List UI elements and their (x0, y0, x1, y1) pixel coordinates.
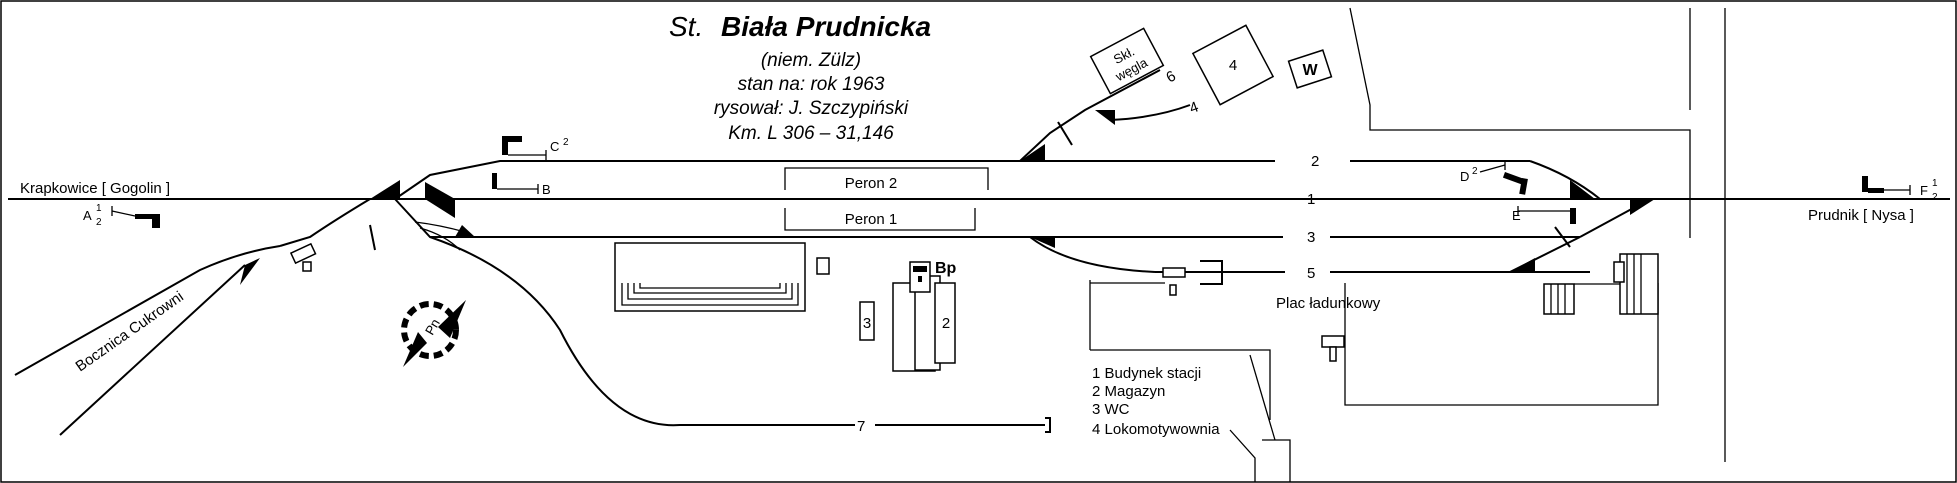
signal-b: B (492, 173, 551, 197)
platform-2: Peron 2 (784, 167, 989, 192)
svg-text:D: D (1460, 169, 1469, 184)
track-2-label: 2 (1311, 153, 1319, 170)
compass-label: Pn (422, 316, 443, 337)
coal-store: Skł. węgla (1089, 27, 1165, 95)
platform-1-label: Peron 1 (845, 211, 898, 228)
building-3-wc (859, 301, 875, 341)
loading-ramp (1543, 253, 1659, 315)
yard-label: Plac ładunkowy (1276, 295, 1381, 312)
bp-label: Bp (935, 260, 957, 277)
small-shed (816, 257, 830, 275)
svg-text:C: C (550, 139, 559, 154)
signal-f: F 1 2 (1862, 176, 1938, 203)
svg-text:W: W (1302, 62, 1318, 79)
signal-a: A 1 2 (83, 203, 160, 228)
signal-e: E (1512, 206, 1576, 224)
track-3 (394, 198, 1283, 238)
svg-text:2: 2 (563, 137, 569, 148)
svg-text:1: 1 (1932, 178, 1938, 189)
title-block: St. Biała Prudnicka (niem. Zülz) stan na… (669, 11, 931, 144)
track-3-label: 3 (1307, 229, 1315, 246)
sugar-siding-b (59, 264, 246, 436)
track-4-label: 4 (1187, 98, 1201, 117)
svg-text:3: 3 (863, 315, 871, 332)
track-5-label: 5 (1307, 265, 1315, 282)
svg-text:F: F (1920, 183, 1928, 198)
track-7-label: 7 (857, 418, 865, 435)
legend-item: 1 Budynek stacji (1092, 365, 1201, 382)
title-km-line: Km. L 306 – 31,146 (728, 123, 894, 144)
switch-markers (240, 110, 1655, 285)
signal-c2: C 2 (502, 136, 569, 160)
svg-text:A: A (83, 208, 92, 223)
legend-item: 2 Magazyn (1092, 383, 1165, 400)
svg-text:1: 1 (96, 203, 102, 214)
svg-text:2: 2 (96, 217, 102, 228)
signal-d2: D 2 (1460, 160, 1528, 195)
legend-item: 3 WC (1092, 401, 1130, 418)
title-german-name: (niem. Zülz) (761, 50, 861, 71)
svg-text:2: 2 (942, 315, 950, 332)
direction-west: Krapkowice [ Gogolin ] (20, 180, 170, 197)
platform-2-label: Peron 2 (845, 175, 898, 192)
building-w: W (1287, 49, 1333, 89)
compass-icon: Pn (401, 300, 466, 367)
track-6-label: 6 (1163, 67, 1178, 86)
legend: 1 Budynek stacji 2 Magazyn 3 WC 4 Lokomo… (1092, 365, 1220, 438)
svg-text:E: E (1512, 208, 1521, 223)
platform-1: Peron 1 (784, 208, 976, 231)
title-station-name: Biała Prudnicka (721, 11, 931, 42)
svg-text:2: 2 (1472, 166, 1478, 177)
svg-text:B: B (542, 182, 551, 197)
legend-item: 4 Lokomotywownia (1092, 421, 1220, 438)
track-7 (429, 236, 855, 427)
title-prefix: St. (669, 11, 703, 42)
direction-east: Prudnik [ Nysa ] (1808, 207, 1914, 224)
derailers (369, 121, 1571, 251)
street-outlines (1089, 7, 1726, 482)
title-author-line: rysował: J. Szczypiński (714, 98, 909, 119)
svg-text:2: 2 (1932, 192, 1938, 203)
shed-building (614, 242, 806, 312)
building-4-depot: 4 (1191, 24, 1275, 106)
sugar-siding-a (14, 245, 281, 376)
svg-text:4: 4 (1229, 57, 1237, 74)
track-2 (394, 160, 1285, 200)
track-1-label: 1 (1307, 191, 1315, 208)
title-date-line: stan na: rok 1963 (738, 74, 885, 95)
